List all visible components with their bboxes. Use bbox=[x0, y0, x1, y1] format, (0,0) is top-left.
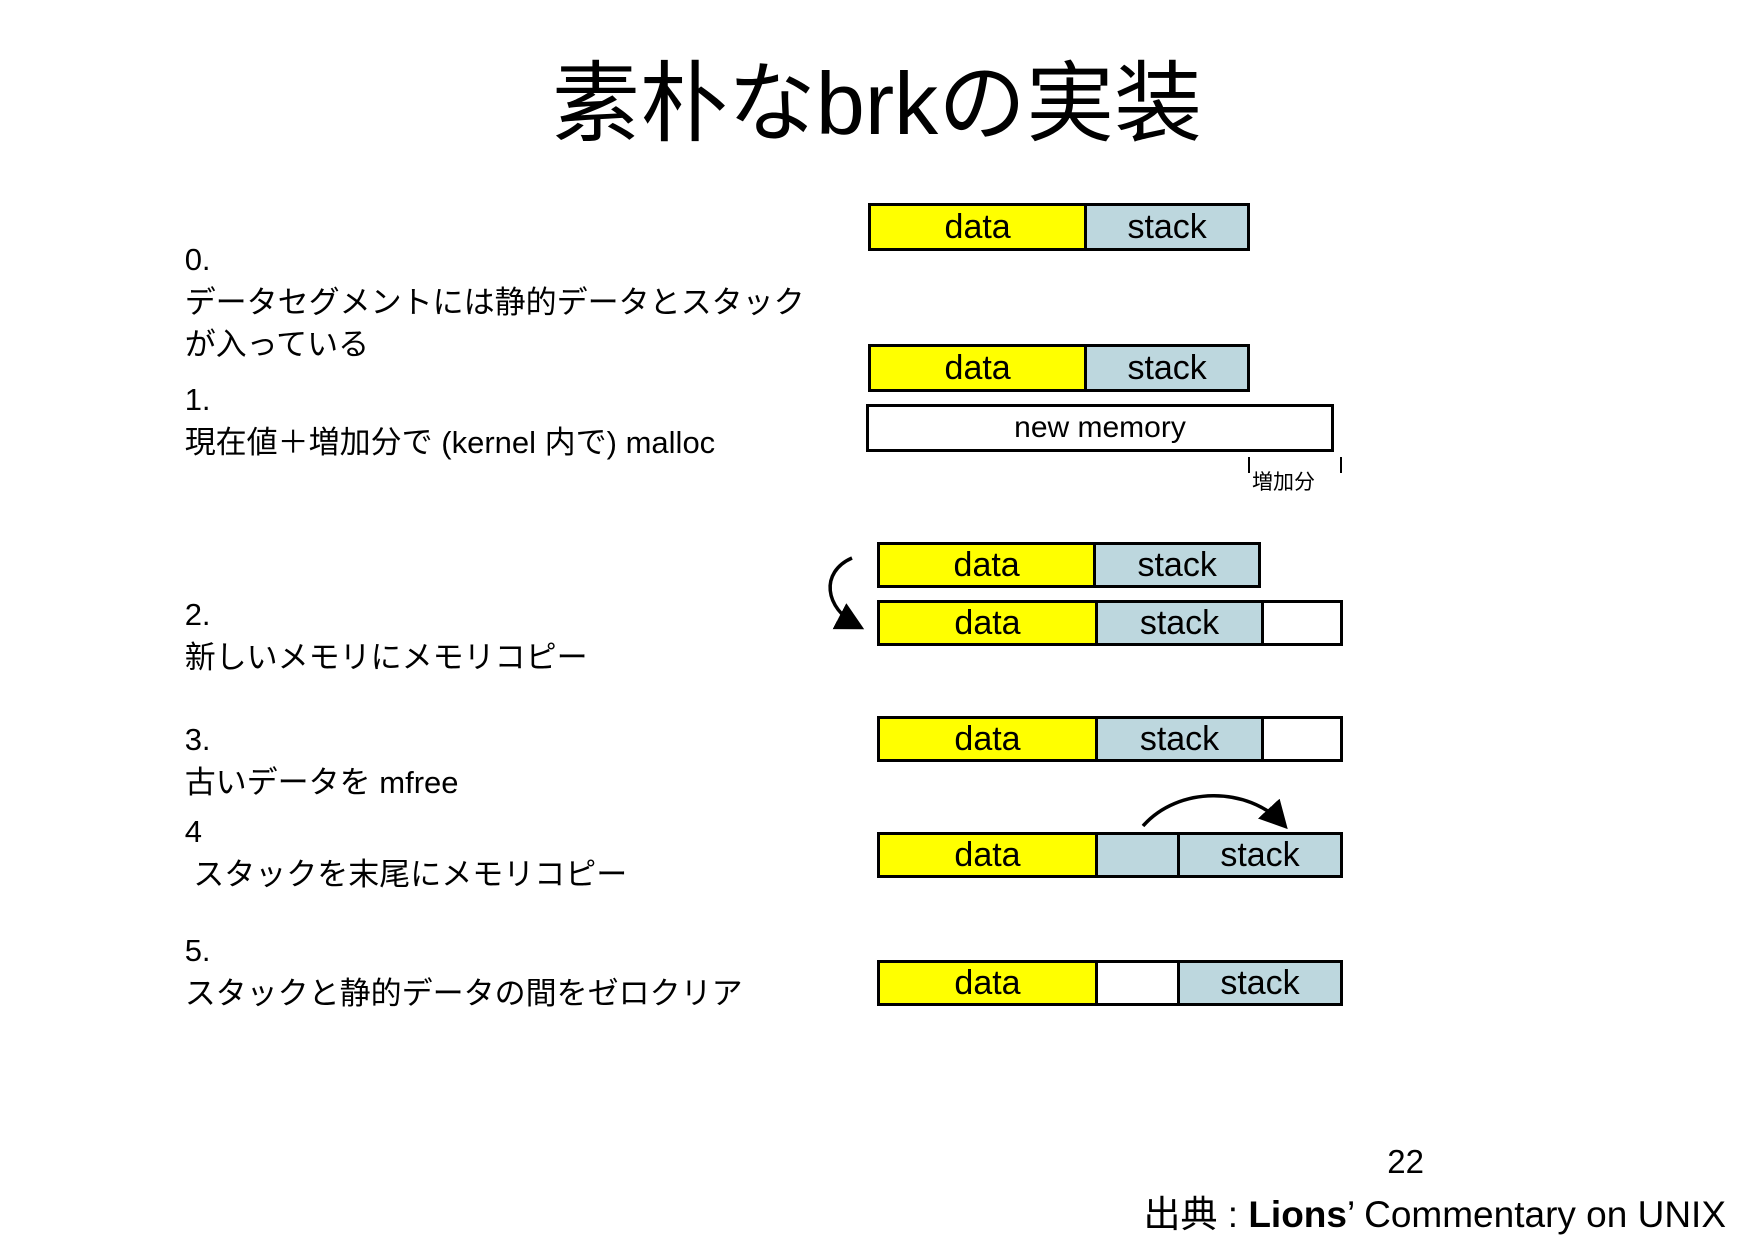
source-title: ’ Commentary on UNIX bbox=[1346, 1194, 1726, 1235]
segment-zero-cleared bbox=[1095, 963, 1177, 1003]
page-number: 22 bbox=[1387, 1143, 1424, 1180]
diagram-step2-bar-destination: data stack bbox=[877, 600, 1343, 646]
segment-data: data bbox=[880, 545, 1094, 585]
move-stack-arrow-step4 bbox=[1141, 794, 1288, 830]
segment-data: data bbox=[871, 206, 1085, 248]
diagram-step2-bar-source: data stack bbox=[877, 542, 1261, 588]
step-item-1: 1. 現在値＋増加分で (kernel 内で) malloc bbox=[133, 336, 833, 507]
segment-data: data bbox=[880, 603, 1095, 643]
source-attribution: 出典 : Lions’ Commentary on UNIX bbox=[1143, 1184, 1726, 1238]
segment-new-memory: new memory bbox=[869, 407, 1331, 449]
step-text-4: スタックを末尾にメモリコピー bbox=[184, 856, 628, 892]
increment-tick-left bbox=[1248, 457, 1250, 473]
segment-free bbox=[1261, 719, 1340, 759]
segment-data: data bbox=[880, 719, 1095, 759]
source-prefix: 出典 : bbox=[1143, 1194, 1249, 1235]
diagram-step1-bar-old: data stack bbox=[868, 344, 1250, 392]
step-text-1: 現在値＋増加分で (kernel 内で) malloc bbox=[184, 424, 716, 460]
step-item-0: 0. データセグメントには静的データとスタックが入っている bbox=[133, 196, 823, 410]
increment-label: 増加分 bbox=[1252, 471, 1315, 494]
step-item-5: 5. スタックと静的データの間をゼロクリア bbox=[133, 887, 833, 1058]
segment-stack: stack bbox=[1177, 835, 1340, 875]
step-text-5: スタックと静的データの間をゼロクリア bbox=[184, 975, 743, 1011]
segment-data: data bbox=[880, 963, 1095, 1003]
step-number-1: 1. bbox=[184, 381, 211, 417]
copy-arrow-step2 bbox=[828, 556, 865, 630]
source-author: Lions bbox=[1248, 1194, 1347, 1235]
diagram-step5-bar: data stack bbox=[877, 960, 1343, 1006]
step-number-5: 5. bbox=[184, 932, 211, 968]
segment-data: data bbox=[880, 835, 1095, 875]
step-item-4: 4 スタックを末尾にメモリコピー bbox=[133, 768, 833, 939]
segment-stack: stack bbox=[1177, 963, 1340, 1003]
step-item-3: 3. 古いデータを mfree bbox=[133, 676, 833, 847]
diagram-step3-bar: data stack bbox=[877, 716, 1343, 762]
step-number-2: 2. bbox=[184, 596, 211, 632]
increment-tick-right bbox=[1340, 457, 1342, 473]
page-title: 素朴なbrkの実装 bbox=[551, 54, 1203, 153]
step-number-0: 0. bbox=[184, 241, 211, 277]
segment-data: data bbox=[871, 347, 1085, 389]
diagram-step4-bar: data stack bbox=[877, 832, 1343, 878]
step-text-3: 古いデータを mfree bbox=[184, 764, 459, 800]
step-text-2: 新しいメモリにメモリコピー bbox=[184, 639, 588, 675]
step-item-2: 2. 新しいメモリにメモリコピー bbox=[133, 551, 833, 722]
step-number-4: 4 bbox=[184, 813, 202, 849]
step-number-3: 3. bbox=[184, 721, 211, 757]
segment-stack: stack bbox=[1093, 545, 1258, 585]
diagram-step0-bar: data stack bbox=[868, 203, 1250, 251]
segment-stack: stack bbox=[1084, 206, 1247, 248]
diagram-step1-bar-new-memory: new memory bbox=[866, 404, 1334, 452]
segment-stack: stack bbox=[1095, 603, 1261, 643]
segment-stale-stack bbox=[1095, 835, 1177, 875]
segment-free bbox=[1261, 603, 1340, 643]
step-text-0: データセグメントには静的データとスタックが入っている bbox=[184, 284, 805, 363]
segment-stack: stack bbox=[1084, 347, 1247, 389]
segment-stack: stack bbox=[1095, 719, 1261, 759]
